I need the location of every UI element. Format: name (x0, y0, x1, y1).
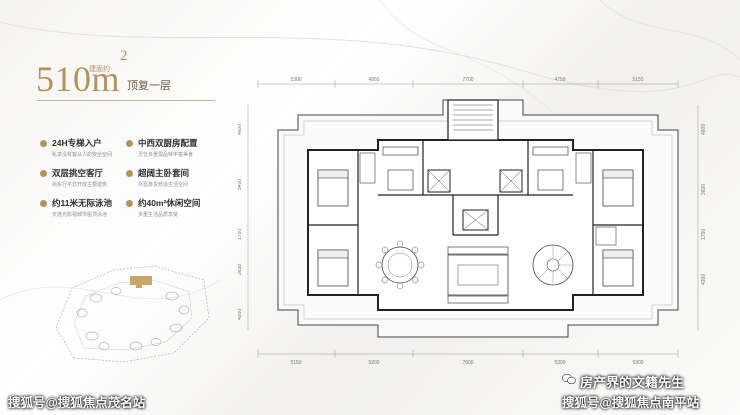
dim-bottom-3: 7600 (462, 360, 473, 365)
dim-top-5: 5150 (632, 77, 643, 83)
dim-left-5: 4950 (238, 309, 243, 320)
dim-left-4: 3650 (238, 264, 243, 275)
dim-bottom-2: 5200 (368, 360, 379, 365)
dim-left-3: 1750 (238, 229, 243, 240)
feature-item: 中西双厨房配置 烹饪多重需品味丰富美食 (126, 137, 216, 158)
bullet-icon (40, 169, 47, 177)
dim-left-1: 4600 (238, 124, 243, 135)
dim-left-2: 5450 (238, 179, 243, 190)
dim-top-3: 7700 (462, 77, 473, 83)
dim-right-4: 4260 (701, 274, 707, 285)
dim-bottom-4: 5300 (554, 360, 565, 365)
bullet-icon (40, 199, 47, 207)
bullet-icon (40, 139, 47, 147)
dim-top-1: 5300 (290, 77, 301, 83)
dim-right-2: 3620 (701, 184, 707, 195)
feature-item: 约11米无际泳池 天逸光影视城市屋顶泳池 (40, 197, 130, 218)
area-value: 510m2 (36, 48, 129, 99)
dim-bottom-1: 5150 (290, 360, 301, 365)
floor-plan: 5300 4950 7700 4750 5150 5150 5200 7600 … (238, 77, 707, 365)
watermark-right-bottom: 搜狐号@搜狐焦点南平站 (562, 396, 700, 410)
building-highlight (130, 276, 152, 285)
feature-item: 超阔主卧套间 尽显尊贵舒适生活空间 (126, 167, 216, 188)
dim-top-2: 4950 (368, 77, 379, 83)
bullet-icon (126, 169, 133, 177)
watermark-left: 搜狐号@搜狐焦点茂名站 (8, 396, 146, 410)
bullet-icon (126, 199, 133, 207)
site-plan (55, 265, 210, 363)
area-prefix: 建面约 (89, 66, 110, 73)
feature-item: 24H专梯入户 私享没有客从人的安全空间 (40, 137, 130, 158)
feature-item: 双层挑空客厅 尚东行平式开放主要建筑 (40, 167, 130, 188)
dim-top-4: 4750 (554, 77, 565, 83)
dim-right-1: 4600 (701, 124, 707, 135)
wechat-icon (562, 373, 576, 385)
floor-label: 顶复一层 (127, 80, 171, 92)
feature-item: 约40m²休闲空间 多重生活品质享受 (126, 197, 216, 218)
dim-bottom-5: 5300 (632, 360, 643, 365)
heading-divider (37, 100, 215, 101)
dim-right-3: 1750 (701, 229, 707, 240)
bullet-icon (126, 139, 133, 147)
watermark-right-top: 房产界的文籍先生 (580, 375, 685, 390)
